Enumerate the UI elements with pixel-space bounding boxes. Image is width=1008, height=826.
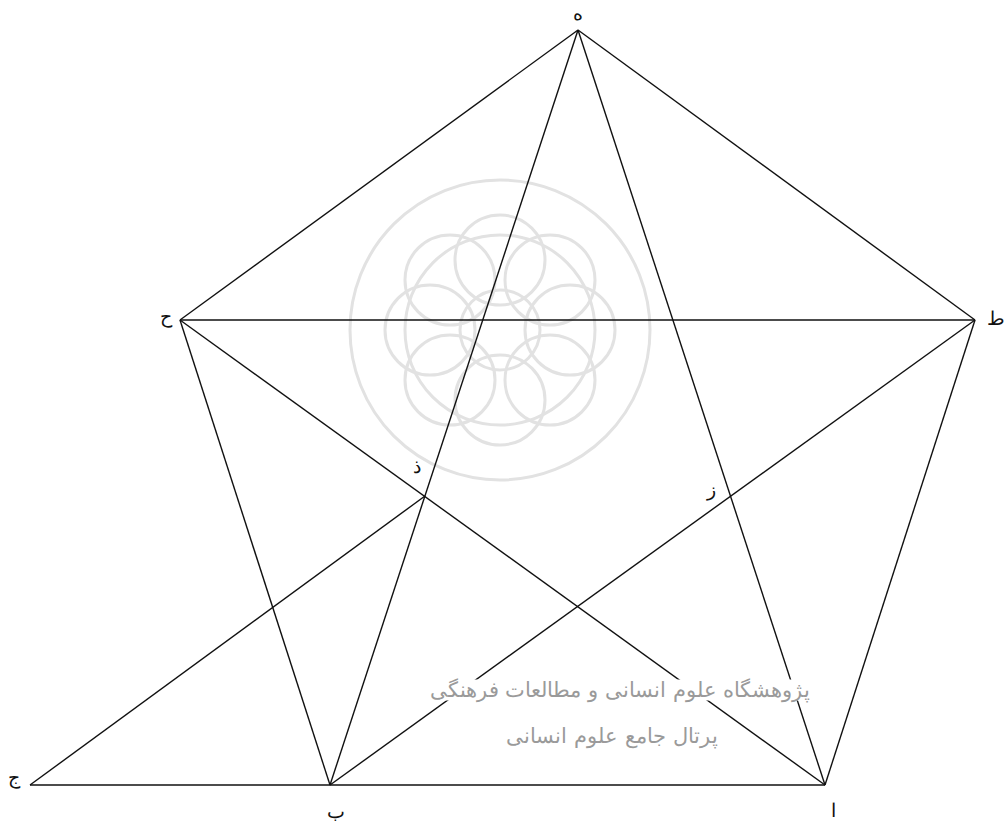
- point-label: ز: [707, 480, 716, 499]
- rosette-petal: [385, 285, 475, 375]
- rosette-petal: [505, 335, 595, 425]
- pentagon-side: [180, 30, 578, 320]
- point-label: ط: [987, 309, 1005, 328]
- pentagon-diagonal: [180, 319, 975, 320]
- watermark-text: پژوهشگاه علوم انسانی و مطالعات فرهنگی: [427, 680, 813, 701]
- point-label: ب: [327, 802, 345, 821]
- point-label: ه: [573, 3, 583, 22]
- pentagon-diagonal: [180, 320, 825, 785]
- base-line: [30, 784, 825, 785]
- pentagon-diagonal: [330, 30, 578, 785]
- rosette-petal: [525, 285, 615, 375]
- pentagon-side: [180, 320, 330, 785]
- point-label: ذ: [413, 457, 421, 476]
- construction-line: [30, 496, 425, 785]
- point-label: ا: [831, 801, 836, 820]
- rosette-petal: [455, 355, 545, 445]
- pentagon-side: [825, 320, 975, 785]
- point-label: ح: [160, 307, 172, 326]
- rosette-petal: [455, 215, 545, 305]
- rosette-petal: [505, 235, 595, 325]
- rosette-ring: [350, 180, 650, 480]
- pentagon-diagonal: [578, 30, 825, 785]
- pentagon-diagonal: [330, 320, 975, 785]
- rosette-ring: [460, 290, 540, 370]
- point-label: ج: [8, 768, 20, 787]
- rosette-petal: [405, 335, 495, 425]
- watermark-rosette: [350, 180, 650, 480]
- rosette-ring: [405, 235, 595, 425]
- pentagon-side: [578, 30, 975, 320]
- watermark-text: پرتال جامع علوم انسانی: [503, 726, 720, 747]
- rosette-petal: [405, 235, 495, 325]
